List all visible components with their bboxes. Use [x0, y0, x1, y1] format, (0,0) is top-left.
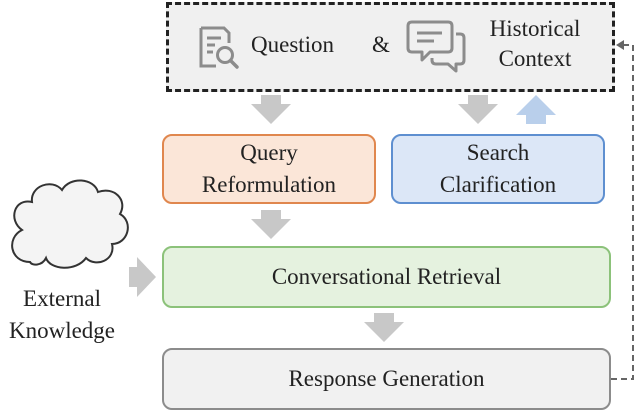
- query-reformulation-box: Query Reformulation: [162, 134, 376, 204]
- arrow-retrieval-to-response-generation: [364, 313, 404, 342]
- external-knowledge-line2: Knowledge: [8, 318, 116, 343]
- chat-bubbles-icon: [406, 20, 466, 73]
- historical-context-line1: Historical: [489, 16, 581, 41]
- document-search-icon: [199, 26, 239, 69]
- question-label: Question: [251, 32, 335, 57]
- arrow-search-clarification-to-input: [516, 95, 556, 124]
- external-knowledge-line1: External: [23, 286, 101, 311]
- historical-context-line2: Context: [498, 46, 572, 71]
- conversational-retrieval-box: Conversational Retrieval: [162, 246, 611, 308]
- response-generation-label: Response Generation: [288, 366, 485, 391]
- input-context-box: [166, 2, 615, 92]
- query-reformulation-line2: Reformulation: [201, 172, 337, 197]
- historical-context-label: Historical Context: [476, 14, 594, 74]
- arrow-input-to-query-reformulation: [251, 95, 291, 124]
- search-clarification-line2: Clarification: [439, 172, 557, 197]
- feedback-loop-line: [611, 44, 634, 380]
- ampersand-label: &: [372, 32, 390, 57]
- cloud-icon: [11, 179, 129, 269]
- arrow-external-knowledge-to-retrieval: [129, 257, 156, 297]
- query-reformulation-line1: Query: [240, 140, 298, 165]
- conversational-retrieval-label: Conversational Retrieval: [271, 264, 502, 289]
- feedback-loop-arrowhead: [616, 40, 624, 50]
- arrow-input-to-search-clarification: [458, 95, 498, 124]
- search-clarification-box: Search Clarification: [391, 134, 605, 204]
- external-knowledge-label: External Knowledge: [0, 283, 124, 347]
- search-clarification-line1: Search: [466, 140, 530, 165]
- response-generation-box: Response Generation: [162, 348, 611, 410]
- arrow-query-reformulation-to-retrieval: [251, 210, 291, 239]
